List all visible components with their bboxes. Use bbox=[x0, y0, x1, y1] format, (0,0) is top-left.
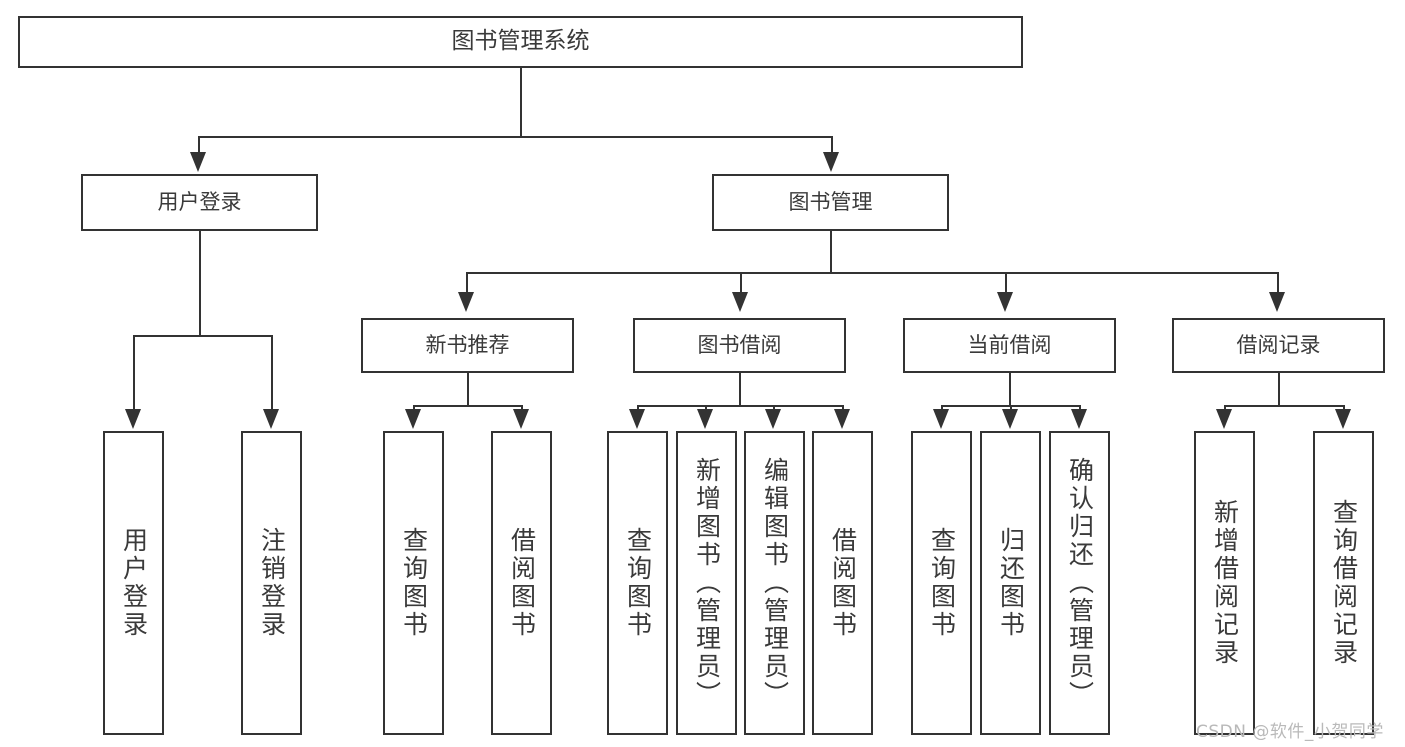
arrowhead-current-borrow-leaf-3 bbox=[1071, 409, 1087, 429]
leaf-label: 借阅图书 bbox=[828, 527, 858, 639]
leaf-query-borrow-record[interactable]: 查询借阅记录 bbox=[1313, 431, 1374, 735]
arrowhead-book-borrow-leaf-1 bbox=[629, 409, 645, 429]
leaf-user-login[interactable]: 用户登录 bbox=[103, 431, 164, 735]
leaf-return-book[interactable]: 归还图书 bbox=[980, 431, 1041, 735]
arrowhead-new-book-leaf-2 bbox=[513, 409, 529, 429]
connector-current-borrow-leaf-1 bbox=[941, 405, 943, 412]
connector-book-borrow-leaf-3 bbox=[773, 405, 775, 412]
leaf-label: 归还图书 bbox=[996, 527, 1026, 639]
leaf-label: 新增图书（管理员） bbox=[692, 457, 722, 709]
arrowhead-book-mgmt-current-borrow bbox=[997, 292, 1013, 312]
node-new-book-recommend[interactable]: 新书推荐 bbox=[361, 318, 574, 373]
leaf-add-borrow-record[interactable]: 新增借阅记录 bbox=[1194, 431, 1255, 735]
leaf-query-book-current[interactable]: 查询图书 bbox=[911, 431, 972, 735]
connector-new-book-stem bbox=[467, 373, 469, 405]
connector-book-borrow-leaf-2 bbox=[705, 405, 707, 412]
leaf-label: 借阅图书 bbox=[507, 527, 537, 639]
arrowhead-book-mgmt-book-borrow bbox=[732, 292, 748, 312]
arrowhead-book-mgmt-borrow-record bbox=[1269, 292, 1285, 312]
node-book-management[interactable]: 图书管理 bbox=[712, 174, 949, 231]
connector-borrow-record-bus bbox=[1224, 405, 1343, 407]
arrowhead-borrow-record-leaf-1 bbox=[1216, 409, 1232, 429]
arrowhead-root-to-user-login bbox=[190, 152, 206, 172]
arrowhead-book-borrow-leaf-4 bbox=[834, 409, 850, 429]
leaf-edit-book-admin[interactable]: 编辑图书（管理员） bbox=[744, 431, 805, 735]
node-label: 图书管理 bbox=[788, 189, 873, 214]
leaf-label: 注销登录 bbox=[257, 527, 287, 639]
connector-new-book-leaf-1 bbox=[413, 405, 415, 412]
leaf-query-book-borrow[interactable]: 查询图书 bbox=[607, 431, 668, 735]
arrowhead-new-book-leaf-1 bbox=[405, 409, 421, 429]
arrowhead-root-to-book-mgmt bbox=[823, 152, 839, 172]
connector-book-mgmt-to-current-borrow bbox=[1005, 272, 1007, 294]
connector-book-mgmt-stem bbox=[830, 231, 832, 272]
leaf-label: 查询图书 bbox=[623, 527, 653, 639]
node-user-login[interactable]: 用户登录 bbox=[81, 174, 318, 231]
connector-book-mgmt-to-book-borrow bbox=[740, 272, 742, 294]
leaf-borrow-book-recommend[interactable]: 借阅图书 bbox=[491, 431, 552, 735]
connector-new-book-leaf-2 bbox=[521, 405, 523, 412]
node-root-system[interactable]: 图书管理系统 bbox=[18, 16, 1023, 68]
leaf-label: 确认归还（管理员） bbox=[1065, 457, 1095, 709]
leaf-label: 查询图书 bbox=[399, 527, 429, 639]
connector-borrow-record-leaf-2 bbox=[1343, 405, 1345, 412]
leaf-confirm-return-admin[interactable]: 确认归还（管理员） bbox=[1049, 431, 1110, 735]
node-label: 图书管理系统 bbox=[451, 28, 590, 55]
connector-user-login-bus bbox=[133, 335, 272, 337]
connector-root-stem bbox=[520, 68, 522, 136]
arrowhead-book-borrow-leaf-3 bbox=[765, 409, 781, 429]
node-borrow-record[interactable]: 借阅记录 bbox=[1172, 318, 1385, 373]
connector-root-to-book-mgmt bbox=[831, 136, 833, 154]
connector-book-mgmt-bus bbox=[466, 272, 1278, 274]
connector-root-bus bbox=[198, 136, 832, 138]
connector-book-borrow-stem bbox=[739, 373, 741, 405]
connector-current-borrow-stem bbox=[1009, 373, 1011, 405]
connector-book-mgmt-to-new-book bbox=[466, 272, 468, 294]
leaf-label: 新增借阅记录 bbox=[1210, 499, 1240, 667]
leaf-logout[interactable]: 注销登录 bbox=[241, 431, 302, 735]
connector-user-login-stem bbox=[199, 231, 201, 335]
leaf-query-book-recommend[interactable]: 查询图书 bbox=[383, 431, 444, 735]
arrowhead-user-login-leaf-1 bbox=[125, 409, 141, 429]
arrowhead-book-borrow-leaf-2 bbox=[697, 409, 713, 429]
connector-book-borrow-bus bbox=[637, 405, 842, 407]
connector-user-login-to-leaf-1 bbox=[133, 335, 135, 411]
leaf-label: 查询图书 bbox=[927, 527, 957, 639]
arrowhead-user-login-leaf-2 bbox=[263, 409, 279, 429]
csdn-watermark: CSDN @软件_小贺同学 bbox=[1196, 722, 1384, 742]
node-label: 用户登录 bbox=[157, 189, 242, 214]
arrowhead-current-borrow-leaf-2 bbox=[1002, 409, 1018, 429]
node-book-borrow[interactable]: 图书借阅 bbox=[633, 318, 846, 373]
node-label: 新书推荐 bbox=[425, 332, 510, 357]
connector-book-borrow-leaf-4 bbox=[842, 405, 844, 412]
node-current-borrow[interactable]: 当前借阅 bbox=[903, 318, 1116, 373]
node-label: 当前借阅 bbox=[967, 332, 1052, 357]
leaf-label: 编辑图书（管理员） bbox=[760, 457, 790, 709]
node-label: 图书借阅 bbox=[697, 332, 782, 357]
connector-current-borrow-leaf-3 bbox=[1079, 405, 1081, 412]
connector-new-book-bus bbox=[413, 405, 521, 407]
arrowhead-current-borrow-leaf-1 bbox=[933, 409, 949, 429]
connector-borrow-record-stem bbox=[1278, 373, 1280, 405]
leaf-add-book-admin[interactable]: 新增图书（管理员） bbox=[676, 431, 737, 735]
arrowhead-borrow-record-leaf-2 bbox=[1335, 409, 1351, 429]
connector-borrow-record-leaf-1 bbox=[1224, 405, 1226, 412]
connector-user-login-to-leaf-2 bbox=[271, 335, 273, 411]
leaf-label: 查询借阅记录 bbox=[1329, 499, 1359, 667]
leaf-borrow-book[interactable]: 借阅图书 bbox=[812, 431, 873, 735]
arrowhead-book-mgmt-new-book bbox=[458, 292, 474, 312]
connector-book-borrow-leaf-1 bbox=[637, 405, 639, 412]
connector-book-mgmt-to-borrow-record bbox=[1277, 272, 1279, 294]
connector-current-borrow-leaf-2 bbox=[1010, 405, 1012, 412]
node-label: 借阅记录 bbox=[1236, 332, 1321, 357]
connector-root-to-user-login bbox=[198, 136, 200, 154]
leaf-label: 用户登录 bbox=[119, 527, 149, 639]
